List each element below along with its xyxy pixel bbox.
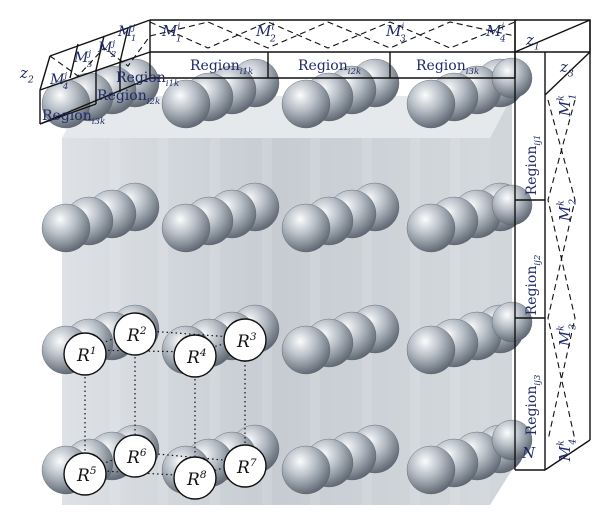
block-shade-band — [158, 138, 168, 505]
perspective-line — [39, 51, 151, 91]
n-label: N — [521, 444, 536, 462]
right-column-frame — [544, 51, 591, 96]
perspective-line — [39, 55, 51, 91]
r-node — [113, 434, 157, 478]
sphere — [491, 419, 533, 461]
right-region-label: Regionij1 — [524, 135, 543, 196]
sphere — [281, 79, 331, 129]
sphere — [406, 445, 456, 495]
side-zigzag — [49, 35, 151, 77]
perspective-line — [49, 19, 151, 57]
right-cap-diagonal — [514, 19, 591, 53]
block-shade-band — [310, 138, 320, 505]
sphere — [41, 79, 91, 129]
sphere — [406, 79, 456, 129]
sphere — [406, 325, 456, 375]
right-region-label: Regionij2 — [524, 254, 543, 315]
r-node-label: R2 — [126, 325, 147, 346]
side-divider — [69, 43, 79, 79]
cube-edge — [84, 329, 246, 353]
cube-edge — [84, 451, 246, 477]
r-node — [173, 456, 217, 500]
r-node — [223, 444, 267, 488]
r-node — [63, 452, 107, 496]
r-node — [173, 334, 217, 378]
top-strip-frame — [149, 19, 516, 53]
sphere — [161, 203, 211, 253]
sphere — [281, 445, 331, 495]
right-m-label: Mk1 — [556, 94, 579, 117]
sphere — [41, 203, 91, 253]
sphere — [491, 301, 533, 343]
side-divider — [119, 27, 129, 63]
block-shade-band — [410, 138, 420, 505]
right-m-label: Mk3 — [556, 324, 579, 348]
r-node — [223, 318, 267, 362]
perspective-line — [39, 77, 151, 125]
top-zigzag — [149, 21, 516, 49]
axis-label-z2: z2 — [19, 64, 34, 86]
right-m-label: Mk2 — [556, 199, 579, 223]
right-m-label: Mk4 — [556, 439, 579, 463]
r-node — [63, 332, 107, 376]
top-region-label: Regioni2k — [298, 58, 361, 77]
sphere — [281, 203, 331, 253]
sphere — [161, 79, 211, 129]
top-region-label: Regioni3k — [416, 58, 479, 77]
sphere — [406, 203, 456, 253]
r-node-label: R5 — [76, 465, 97, 486]
axis-label-z3: z3 — [559, 58, 574, 80]
frame-lines — [39, 19, 591, 477]
top-region-label: Regioni1k — [190, 58, 253, 77]
sphere — [491, 184, 533, 226]
right-region-label: Regionij3 — [524, 374, 543, 435]
right-column-frame — [544, 439, 591, 471]
r-node-label: R6 — [126, 447, 147, 468]
side-region-label: Regioni3k — [42, 108, 105, 127]
axis-label-z1: z1 — [525, 31, 540, 53]
side-divider — [95, 35, 105, 71]
sphere — [281, 325, 331, 375]
r-node-label: R7 — [236, 457, 257, 478]
r-node-label: R3 — [236, 331, 257, 352]
side-region-label: Regioni1k — [116, 70, 179, 89]
side-divider — [39, 103, 97, 125]
r-node-label: R1 — [76, 345, 97, 366]
r-node — [113, 312, 157, 356]
top-zigzag — [149, 21, 516, 49]
side-region-label: Regioni2k — [97, 88, 160, 107]
r-node-label: R8 — [186, 469, 207, 490]
r-node-label: R4 — [186, 347, 207, 368]
right-zigzag — [547, 99, 576, 441]
